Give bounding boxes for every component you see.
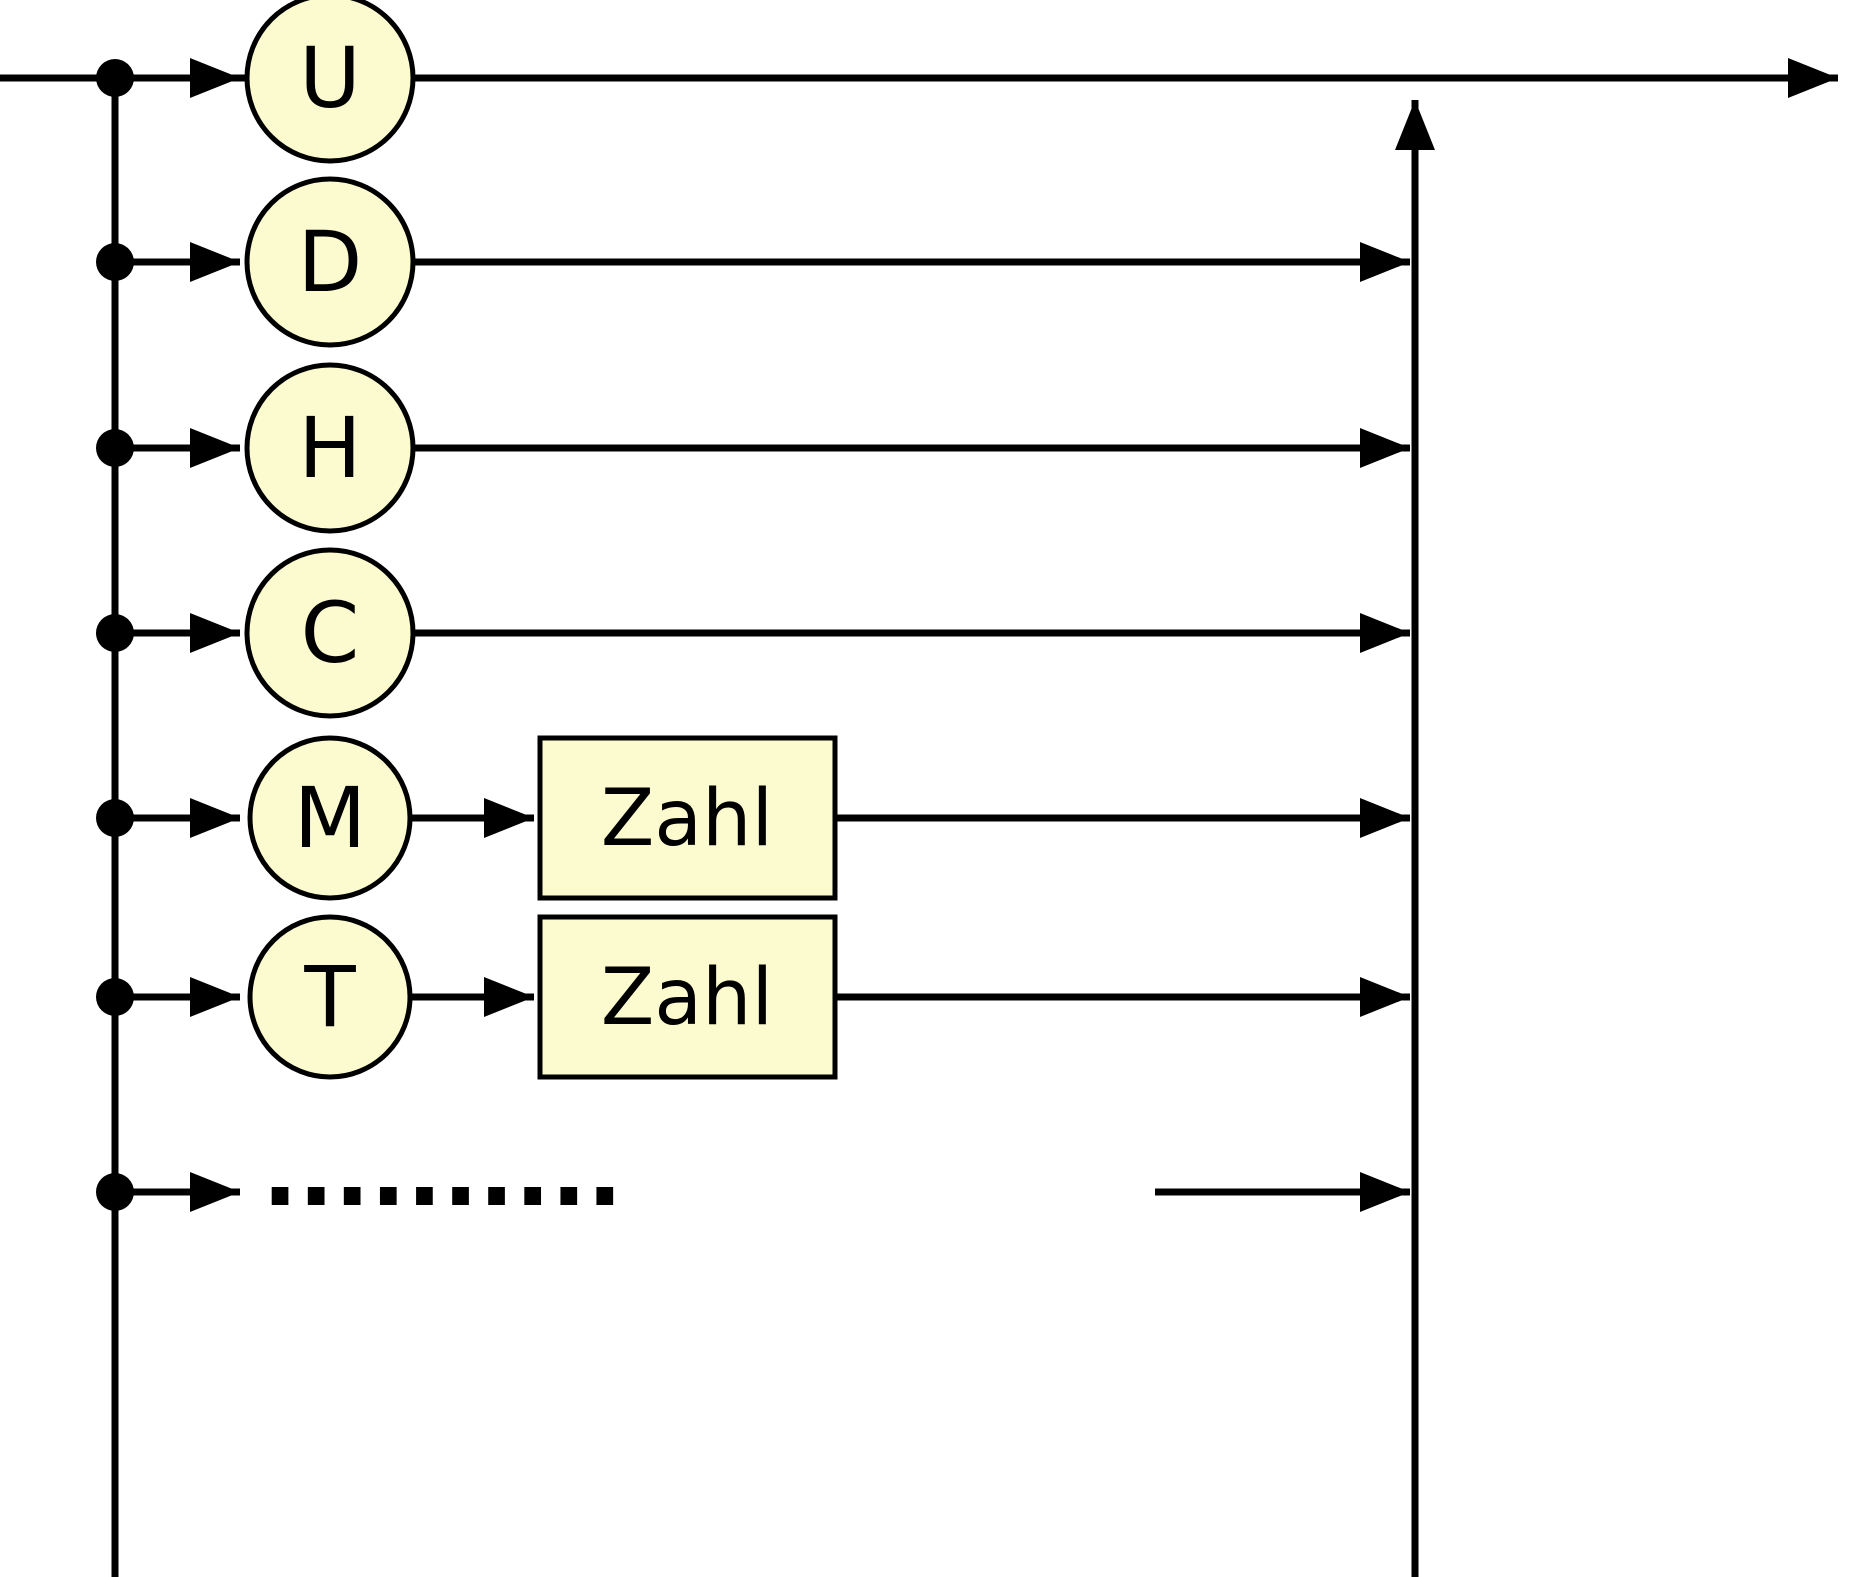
- nonterminal-label-zahl-t: Zahl: [601, 953, 773, 1043]
- terminal-circle-t: [247, 914, 413, 1080]
- junction-dot-c: [96, 614, 134, 652]
- terminal-circle-d: [244, 176, 416, 348]
- junction-dot-h: [96, 429, 134, 467]
- terminal-circle-h: [244, 362, 416, 534]
- ellipsis-label: ..........: [262, 1118, 623, 1228]
- terminal-circle-m: [247, 735, 413, 901]
- nonterminal-box-zahl-m: [537, 735, 838, 901]
- junction-dot-u: [96, 59, 134, 97]
- terminal-label-t: T: [303, 948, 356, 1046]
- junction-dot-t: [96, 978, 134, 1016]
- terminal-circle-u: [244, 0, 416, 164]
- terminal-label-c: C: [301, 584, 360, 682]
- nonterminal-label-zahl-m: Zahl: [601, 774, 773, 864]
- junction-dot-ellipsis: [96, 1173, 134, 1211]
- terminal-label-h: H: [298, 399, 361, 497]
- junction-dot-d: [96, 243, 134, 281]
- terminal-circle-c: [244, 547, 416, 719]
- terminal-label-d: D: [298, 213, 363, 311]
- terminal-label-u: U: [299, 29, 360, 127]
- nonterminal-box-zahl-t: [537, 914, 838, 1080]
- terminal-label-m: M: [294, 769, 366, 867]
- junction-dot-m: [96, 799, 134, 837]
